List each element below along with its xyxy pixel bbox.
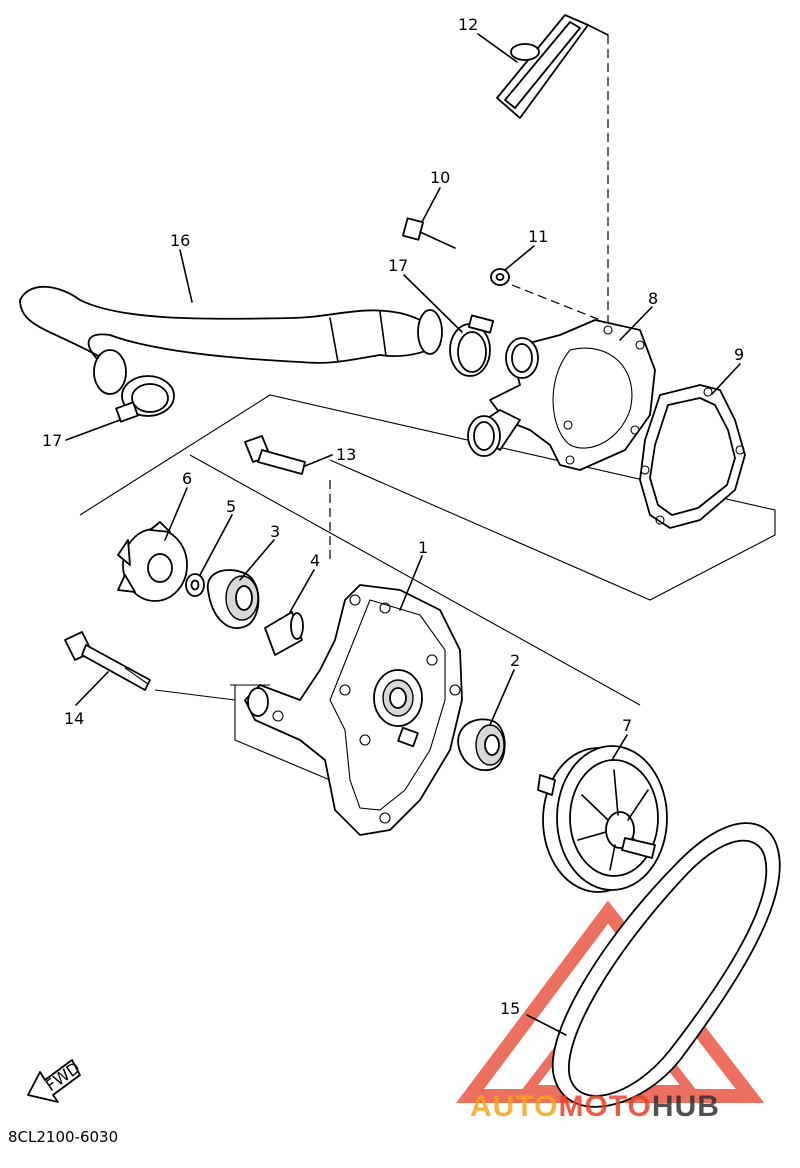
part-9-gasket: [639, 384, 746, 529]
callout-4: 4: [310, 551, 320, 570]
callout-13: 13: [336, 445, 356, 464]
part-5-washer: [185, 573, 205, 597]
part-11-washer: [490, 268, 510, 286]
part-14-bolt: [64, 631, 151, 691]
callout-1: 1: [418, 538, 428, 557]
callout-11: 11: [528, 227, 548, 246]
part-17-clamp-lower: [115, 375, 175, 423]
fwd-label: FWD: [42, 1058, 83, 1095]
leader-lines: [65, 33, 741, 1036]
callout-10: 10: [430, 168, 450, 187]
part-6-impeller: [117, 521, 188, 602]
alignment-lines: [329, 35, 609, 560]
callout-17-lower: 17: [42, 431, 62, 450]
callout-6: 6: [182, 469, 192, 488]
watermark-part-moto: MOTO: [558, 1090, 651, 1123]
part-2-bearing: [457, 718, 506, 772]
drawing-code: 8CL2100-6030: [8, 1128, 118, 1146]
fwd-direction-arrow: FWD: [27, 1058, 84, 1103]
callout-15: 15: [500, 999, 520, 1018]
callout-12: 12: [458, 15, 478, 34]
svg-text:AUTOMOTOHUB: AUTOMOTOHUB: [470, 1090, 720, 1123]
part-10-bolt: [402, 217, 456, 249]
callout-14: 14: [64, 709, 84, 728]
part-15-belt: [551, 822, 781, 1108]
callout-5: 5: [226, 497, 236, 516]
watermark-part-auto: AUTO: [470, 1090, 558, 1123]
callout-3: 3: [270, 522, 280, 541]
part-17-clamp-upper: [449, 314, 495, 377]
callout-2: 2: [510, 651, 520, 670]
callout-7: 7: [622, 716, 632, 735]
part-12-bracket: [496, 14, 609, 119]
callout-17-upper: 17: [388, 256, 408, 275]
part-3-seal: [207, 569, 260, 629]
part-7-pulley: [537, 745, 668, 893]
part-4-collar: [264, 611, 304, 656]
watermark-text: AUTOMOTOHUB: [470, 1090, 720, 1123]
part-8-pump-housing: [467, 319, 656, 471]
callout-8: 8: [648, 289, 658, 308]
part-13-bolt: [244, 435, 306, 475]
callout-16: 16: [170, 231, 190, 250]
part-1-pump-body: [244, 584, 463, 836]
watermark-part-hub: HUB: [652, 1090, 720, 1123]
callout-labels: 12 10 11 16 17 8 9 17 13 6 5 3 4 1 2 7 1…: [42, 15, 744, 1018]
callout-9: 9: [734, 345, 744, 364]
part-16-hose: [19, 285, 443, 395]
assembly-outlines: [79, 394, 776, 781]
